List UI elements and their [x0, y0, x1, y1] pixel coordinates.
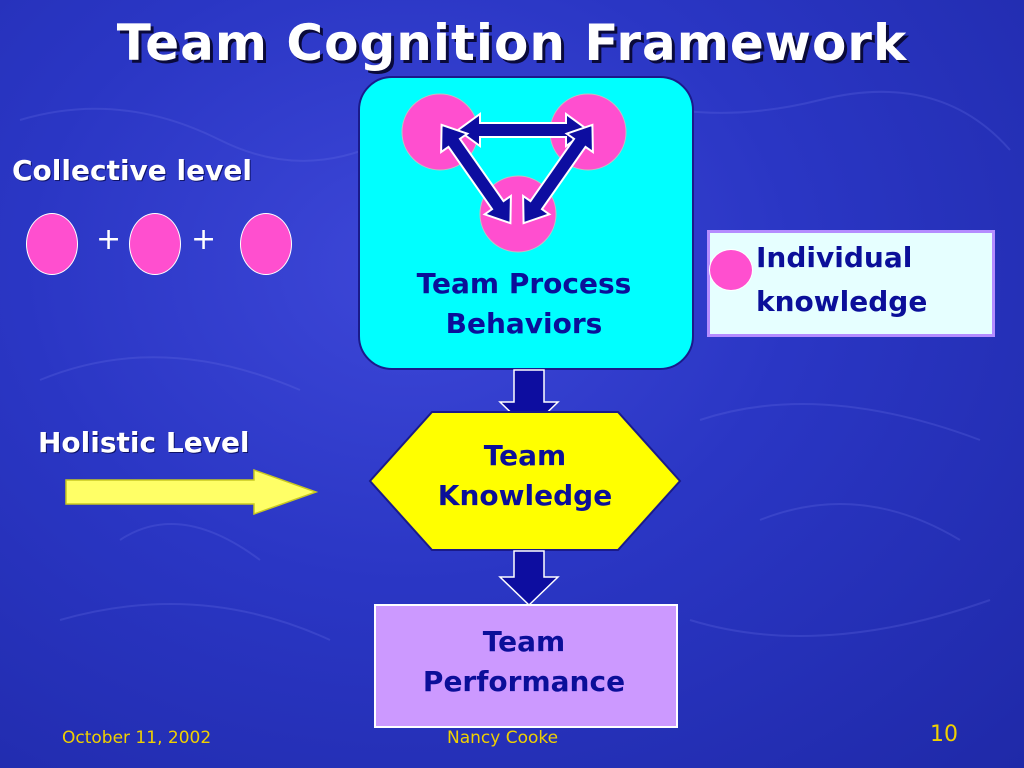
- team-process-label: Team Process Behaviors: [358, 264, 690, 344]
- footer-author: Nancy Cooke: [447, 728, 559, 748]
- cycle-arrow-top: [456, 112, 590, 148]
- individual-knowledge-box: [707, 230, 995, 337]
- team-performance-label: Team Performance: [374, 622, 674, 702]
- individual-pink-circle: [709, 249, 753, 291]
- individual-knowledge-label: Individual knowledge: [756, 236, 976, 324]
- cycle-arrow-left: [440, 123, 512, 225]
- team-process-line1: Team Process: [416, 267, 632, 300]
- plus-sign-1: +: [96, 222, 122, 257]
- team-performance-line1: Team: [482, 625, 566, 658]
- cycle-arrow-right: [522, 123, 594, 225]
- team-knowledge-label: Team Knowledge: [366, 436, 684, 516]
- footer-date: October 11, 2002: [62, 728, 212, 748]
- team-performance-line2: Performance: [422, 665, 626, 698]
- plus-sign-2: +: [191, 222, 217, 257]
- team-knowledge-line1: Team: [483, 439, 567, 472]
- individual-line2: knowledge: [756, 285, 928, 318]
- team-performance-box: [374, 604, 678, 728]
- pink-oval-1: [26, 213, 78, 275]
- team-knowledge-hexagon: [368, 411, 682, 551]
- down-arrow-knowledge-to-performance: [498, 550, 560, 607]
- individual-line1: Individual: [756, 241, 913, 274]
- team-knowledge-line2: Knowledge: [437, 479, 613, 512]
- collective-level-label: Collective level: [12, 154, 252, 187]
- slide-title: Team Cognition Framework: [116, 14, 908, 72]
- process-cycle-graphic: [401, 93, 627, 253]
- footer-page-number: 10: [930, 722, 958, 747]
- pink-oval-2: [129, 213, 181, 275]
- pink-oval-3: [240, 213, 292, 275]
- holistic-level-label: Holistic Level: [38, 426, 250, 459]
- team-process-line2: Behaviors: [445, 307, 603, 340]
- holistic-arrow: [65, 468, 319, 516]
